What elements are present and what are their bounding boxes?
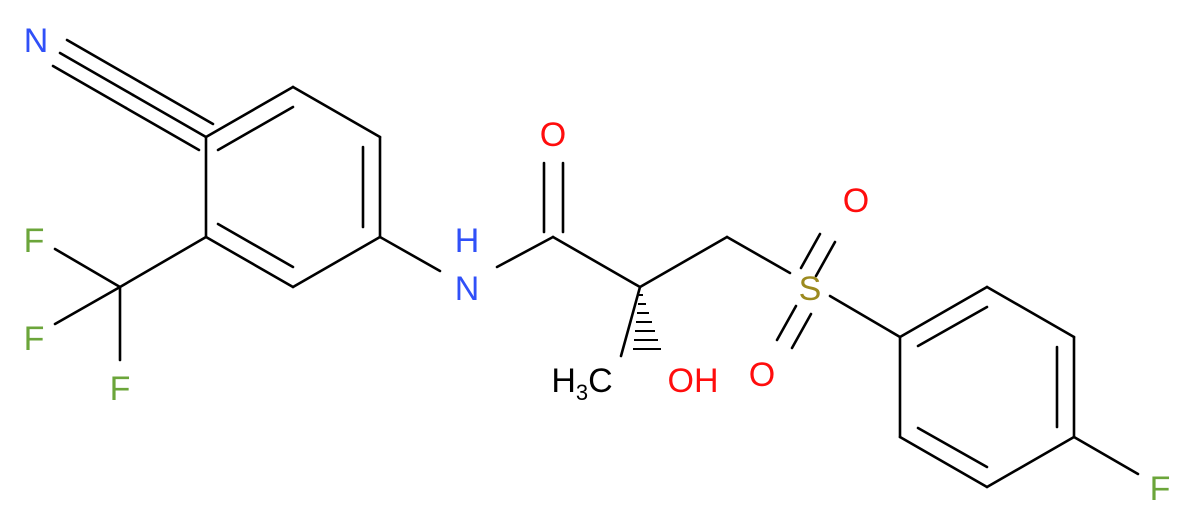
chiral-center: OH H3C <box>551 235 729 405</box>
hashed-wedge-oh <box>633 294 661 350</box>
bond-ring-right-4 <box>985 435 1076 489</box>
bond-ring-right-1 <box>898 285 989 339</box>
amide-h-label: H <box>455 222 480 260</box>
cf3-f3-label: F <box>110 370 131 408</box>
bond-nitrile-1 <box>131 93 208 139</box>
bond-s-o-bottom-1 <box>775 304 798 342</box>
aryl-f-label: F <box>1150 470 1171 508</box>
bond-ring-right-1-inner <box>916 305 989 348</box>
methyl-h: H <box>551 362 576 400</box>
amide-n-label: N <box>455 270 480 308</box>
bond-s-o-top-2 <box>814 240 837 278</box>
bond-s-o-top-1 <box>799 232 822 270</box>
bond-cn-a <box>65 38 142 84</box>
bond-chiral-to-methyl <box>619 285 642 358</box>
bond-co-to-chiral <box>551 235 642 289</box>
bond-nh-to-co <box>495 235 555 269</box>
bond-cf3-f1 <box>53 247 122 289</box>
cf3-f2-label: F <box>24 320 45 358</box>
carbonyl-group: O <box>540 116 566 234</box>
bond-ring-right-5-inner <box>916 426 989 469</box>
cf3-f1-label: F <box>24 222 45 260</box>
ring-left <box>204 85 382 289</box>
bond-ring-to-cn <box>58 51 135 97</box>
sulfonyl-o-top-label: O <box>843 182 869 220</box>
sulfonyl-group: S O O <box>725 182 902 394</box>
bond-ring-left-1 <box>204 85 295 139</box>
bond-ring-left-4 <box>291 235 382 289</box>
bond-ring-left-2 <box>291 85 382 139</box>
methyl-c: C <box>588 362 613 400</box>
hydroxyl-label: OH <box>668 362 719 400</box>
methyl-label: H3C <box>551 362 612 405</box>
amide-nh-group: H N <box>378 222 555 308</box>
bond-s-o-bottom-2 <box>790 312 813 350</box>
bond-ring-left-5 <box>204 235 295 289</box>
bond-cn-b <box>51 64 128 110</box>
bond-ch2-to-s <box>725 235 792 275</box>
bond-chiral-to-ch2 <box>638 235 729 289</box>
bond-ring-to-nh <box>378 235 442 273</box>
bond-s-to-ring <box>828 294 902 339</box>
bond-ring-right-2 <box>985 285 1076 339</box>
sulfonyl-o-bottom-label: O <box>749 356 775 394</box>
nitrile-group: N <box>24 22 215 152</box>
bond-ring-to-f <box>1072 435 1140 476</box>
bond-cf3-f2 <box>53 285 122 326</box>
trifluoromethyl-group: F F F <box>24 222 208 408</box>
nitrile-n-label: N <box>24 22 49 60</box>
bond-ring-right-5 <box>898 435 989 489</box>
carbonyl-o-label: O <box>540 116 566 154</box>
bond-nitrile-2 <box>138 80 215 126</box>
bond-ring-left-5-inner <box>216 222 295 269</box>
sulfur-label: S <box>799 270 822 308</box>
bond-ring-to-cf3 <box>118 235 208 289</box>
ring-right: F <box>898 285 1171 508</box>
methyl-subscript: 3 <box>576 380 588 405</box>
bond-nitrile-3 <box>124 106 201 152</box>
bond-ring-left-1-inner <box>216 105 295 152</box>
